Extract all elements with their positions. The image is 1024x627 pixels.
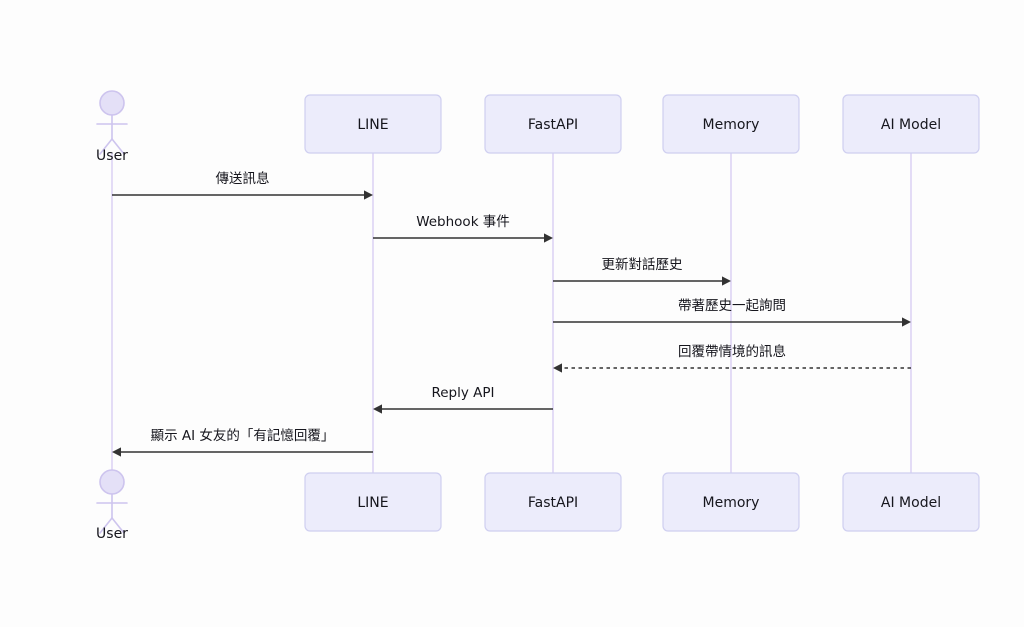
message-label-2: Webhook 事件 <box>416 214 510 230</box>
message-arrowhead-5 <box>553 363 562 373</box>
participant-label-line: LINE <box>357 117 388 133</box>
participant-label-fastapi: FastAPI <box>528 495 578 511</box>
actor-head-icon <box>99 469 125 495</box>
participant-box-memory[interactable] <box>662 94 800 154</box>
message-7: 顯示 AI 女友的「有記憶回覆」 <box>112 427 373 457</box>
message-arrowhead-6 <box>373 404 382 414</box>
message-arrowhead-7 <box>112 447 121 457</box>
message-4: 帶著歷史一起詢問 <box>553 298 911 327</box>
message-arrowhead-3 <box>722 276 731 286</box>
message-label-3: 更新對話歷史 <box>602 256 683 273</box>
message-arrowhead-4 <box>902 317 911 327</box>
participant-memory-bottom[interactable]: Memory <box>662 472 800 532</box>
message-arrowhead-2 <box>544 233 553 243</box>
participant-fastapi-bottom[interactable]: FastAPI <box>484 472 622 532</box>
participant-aimodel-top[interactable]: AI Model <box>842 94 980 154</box>
participant-aimodel-bottom[interactable]: AI Model <box>842 472 980 532</box>
actor-label-user: User <box>96 148 128 164</box>
participant-box-fastapi[interactable] <box>484 94 622 154</box>
participant-box-aimodel[interactable] <box>842 472 980 532</box>
message-2: Webhook 事件 <box>373 214 553 243</box>
participant-label-memory: Memory <box>703 117 760 133</box>
participant-label-aimodel: AI Model <box>881 117 941 133</box>
participant-fastapi-top[interactable]: FastAPI <box>484 94 622 154</box>
actor-head-icon <box>99 90 125 116</box>
participant-box-line[interactable] <box>304 94 442 154</box>
participants-bottom-group: User LINE FastAPI Memory AI Model <box>96 469 980 542</box>
participant-line-top[interactable]: LINE <box>304 94 442 154</box>
message-label-1: 傳送訊息 <box>216 170 270 187</box>
message-label-4: 帶著歷史一起詢問 <box>678 298 786 314</box>
participant-label-aimodel: AI Model <box>881 495 941 511</box>
actor-leg-left-icon <box>99 138 113 155</box>
participant-label-memory: Memory <box>703 495 760 511</box>
actor-leg-right-icon <box>111 517 125 534</box>
actor-user-bottom[interactable]: User <box>96 469 128 542</box>
actor-leg-left-icon <box>99 517 113 534</box>
participant-memory-top[interactable]: Memory <box>662 94 800 154</box>
participant-box-aimodel[interactable] <box>842 94 980 154</box>
message-arrowhead-1 <box>364 190 373 200</box>
participants-top-group: User LINE FastAPI Memory AI Model <box>96 90 980 164</box>
message-1: 傳送訊息 <box>112 170 373 200</box>
participant-label-fastapi: FastAPI <box>528 117 578 133</box>
participant-box-line[interactable] <box>304 472 442 532</box>
message-label-7: 顯示 AI 女友的「有記憶回覆」 <box>151 427 335 444</box>
actor-label-user: User <box>96 526 128 542</box>
message-label-5: 回覆帶情境的訊息 <box>678 343 786 360</box>
participant-label-line: LINE <box>357 495 388 511</box>
actor-leg-right-icon <box>111 138 125 155</box>
message-3: 更新對話歷史 <box>553 256 731 286</box>
participant-box-fastapi[interactable] <box>484 472 622 532</box>
participant-line-bottom[interactable]: LINE <box>304 472 442 532</box>
message-5: 回覆帶情境的訊息 <box>553 343 911 373</box>
message-6: Reply API <box>373 385 553 414</box>
actor-user-top[interactable]: User <box>96 90 128 164</box>
lifelines-group <box>111 153 912 473</box>
participant-box-memory[interactable] <box>662 472 800 532</box>
message-label-6: Reply API <box>431 385 494 401</box>
